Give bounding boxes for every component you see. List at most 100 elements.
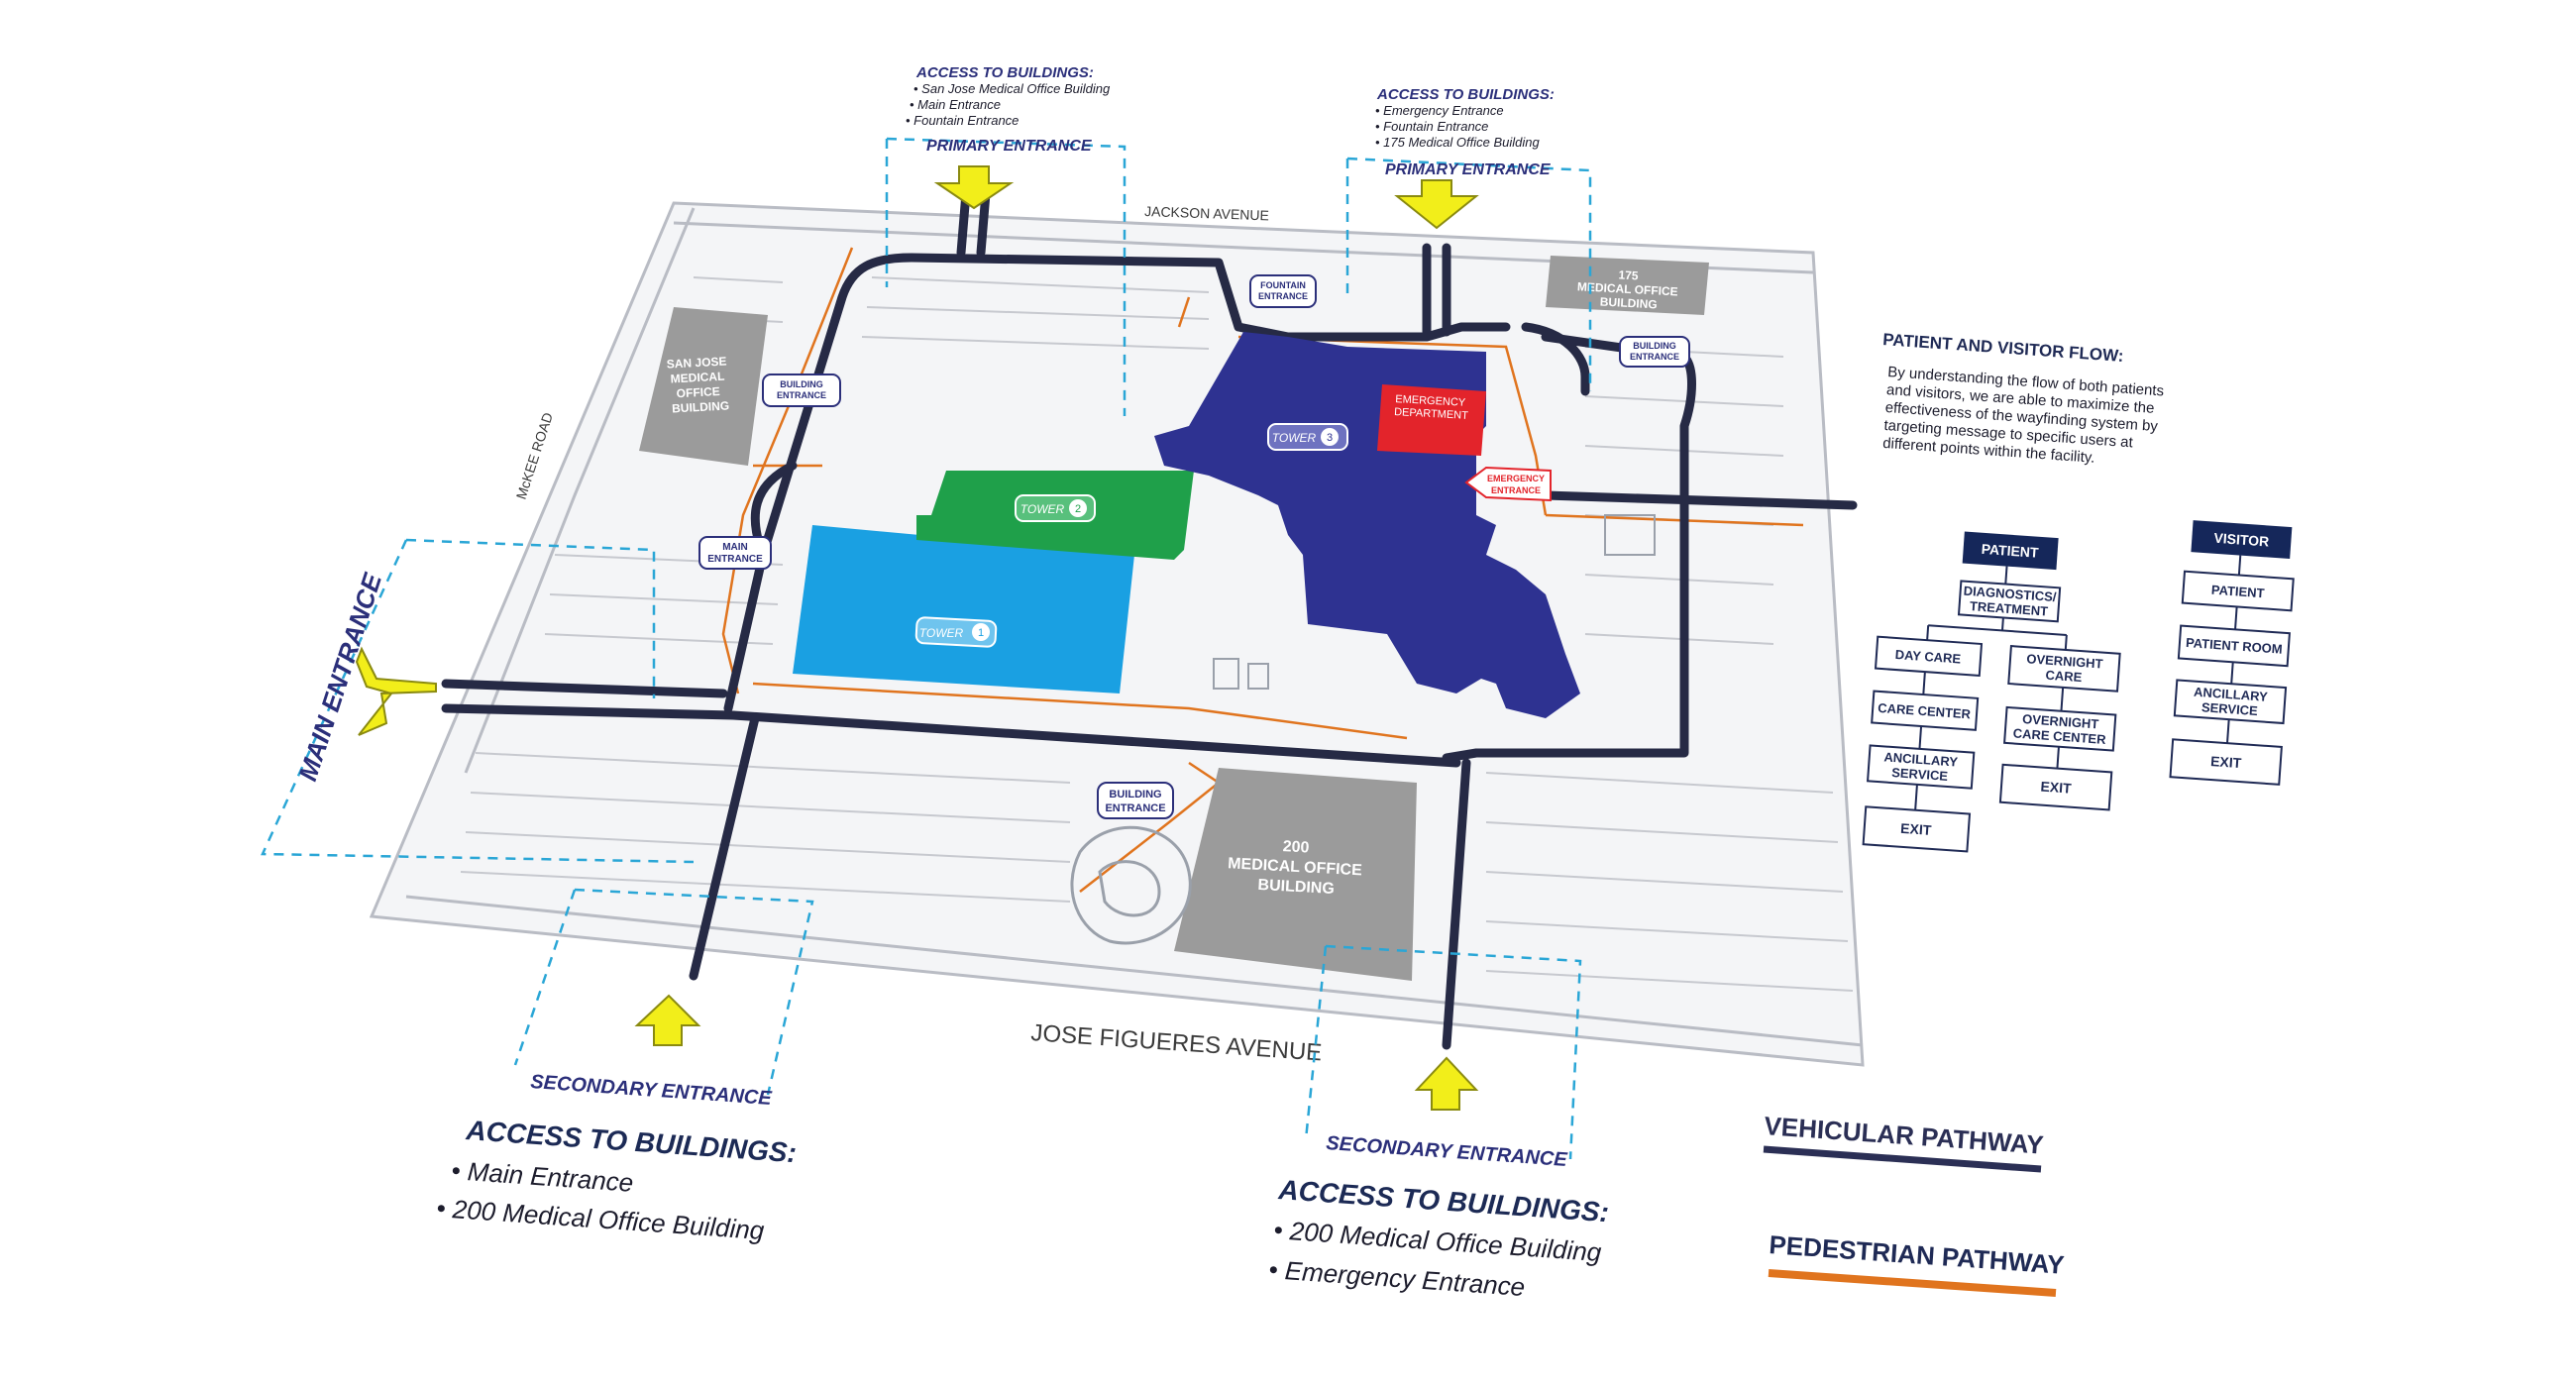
svg-text:OVERNIGHT: OVERNIGHT [2026, 651, 2103, 671]
tower-1: TOWER 1 [793, 525, 1134, 694]
tower-1-label: TOWER [919, 626, 964, 640]
svg-text:TREATMENT: TREATMENT [1970, 598, 2049, 618]
svg-text:• 200 Medical Office Building: • 200 Medical Office Building [436, 1193, 766, 1245]
flow-visitor-exit: EXIT [2169, 738, 2283, 786]
flow-day-care: DAY CARE [1874, 635, 1984, 677]
svg-text:PRIMARY ENTRANCE: PRIMARY ENTRANCE [1385, 161, 1552, 178]
svg-text:• Fountain Entrance: • Fountain Entrance [906, 113, 1019, 128]
san-jose-mob-label: SAN JOSE MEDICAL OFFICE BUILDING [666, 354, 732, 415]
callout-emergency-entrance[interactable]: EMERGENCY ENTRANCE [1464, 466, 1552, 502]
flow-exit-right: EXIT [1998, 763, 2113, 811]
svg-text:ENTRANCE: ENTRANCE [707, 554, 763, 565]
svg-text:PATIENT: PATIENT [2210, 583, 2265, 601]
street-jose-figueres-avenue: JOSE FIGUERES AVENUE [1030, 1019, 1323, 1066]
svg-text:ACCESS TO BUILDINGS:: ACCESS TO BUILDINGS: [1376, 86, 1555, 103]
svg-text:SERVICE: SERVICE [2201, 699, 2259, 718]
svg-text:ANCILLARY: ANCILLARY [2194, 685, 2269, 704]
svg-text:DAY CARE: DAY CARE [1894, 647, 1962, 667]
svg-text:• Fountain Entrance: • Fountain Entrance [1375, 119, 1488, 134]
svg-text:ENTRANCE: ENTRANCE [1105, 802, 1165, 814]
flow-visitor-header: VISITOR [2191, 520, 2293, 560]
callout-building-entrance-ne[interactable]: BUILDING ENTRANCE [1619, 336, 1690, 368]
flow-exit-left: EXIT [1862, 805, 1972, 853]
svg-text:BUILDING: BUILDING [1109, 789, 1161, 800]
svg-text:• Main Entrance: • Main Entrance [910, 97, 1001, 112]
tower-2-label: TOWER [1020, 502, 1065, 516]
tower-3-number: 3 [1327, 432, 1333, 444]
arrow-secondary-right-icon [1414, 1056, 1479, 1111]
svg-text:OVERNIGHT: OVERNIGHT [2022, 711, 2099, 731]
svg-text:CARE CENTER: CARE CENTER [1878, 700, 1972, 722]
callout-main-entrance-small[interactable]: MAIN ENTRANCE [698, 536, 772, 570]
svg-text:• Main Entrance: • Main Entrance [451, 1155, 635, 1198]
flow-visitor-patient-room: PATIENT ROOM [2177, 624, 2291, 668]
svg-text:DIAGNOSTICS/: DIAGNOSTICS/ [1963, 584, 2057, 605]
callout-building-entrance-s[interactable]: BUILDING ENTRANCE [1097, 782, 1174, 819]
tower-2-number: 2 [1075, 503, 1081, 515]
arrow-primary-right-icon [1394, 179, 1479, 230]
svg-text:EXIT: EXIT [2210, 753, 2243, 771]
flow-diagnostics: DIAGNOSTICS/ TREATMENT [1957, 580, 2062, 623]
flow-overnight-care: OVERNIGHT CARE [2007, 645, 2121, 693]
svg-text:EMERGENCY: EMERGENCY [1487, 474, 1545, 483]
plaza-details [1070, 514, 1656, 945]
flow-care-center: CARE CENTER [1871, 690, 1980, 731]
callout-fountain-entrance[interactable]: FOUNTAIN ENTRANCE [1249, 274, 1317, 308]
street-jackson-avenue: JACKSON AVENUE [1144, 203, 1269, 223]
patient-flow-chart: PATIENT DIAGNOSTICS/ TREATMENT DAY CARE … [1862, 531, 2121, 853]
street-mckee-road: McKEE ROAD [513, 410, 556, 501]
svg-text:CARE: CARE [2045, 668, 2083, 686]
primary-entrance-right-info: ACCESS TO BUILDINGS: • Emergency Entranc… [1375, 86, 1555, 178]
tower-1-number: 1 [978, 627, 984, 639]
building-175-mob: 175 MEDICAL OFFICE BUILDING [1546, 256, 1709, 315]
svg-text:SECONDARY ENTRANCE: SECONDARY ENTRANCE [1326, 1132, 1568, 1171]
svg-text:BUILDING: BUILDING [780, 379, 823, 389]
tower-2: TOWER 2 [916, 471, 1194, 560]
svg-text:SERVICE: SERVICE [1891, 765, 1949, 784]
secondary-entrance-right-info: SECONDARY ENTRANCE ACCESS TO BUILDINGS: … [1268, 1132, 1610, 1302]
svg-text:EXIT: EXIT [1900, 820, 1933, 838]
flow-visitor-patient: PATIENT [2181, 570, 2295, 612]
arrow-secondary-left-icon [634, 994, 701, 1046]
flow-visitor-ancillary: ANCILLARY SERVICE [2173, 679, 2288, 725]
svg-text:BUILDING: BUILDING [1633, 341, 1676, 351]
legend-pedestrian: PEDESTRIAN PATHWAY [1769, 1229, 2066, 1297]
svg-text:• Emergency Entrance: • Emergency Entrance [1375, 103, 1504, 118]
svg-text:PATIENT AND VISITOR FLOW:: PATIENT AND VISITOR FLOW: [1882, 330, 2124, 366]
svg-text:CARE CENTER: CARE CENTER [2012, 725, 2106, 747]
svg-text:FOUNTAIN: FOUNTAIN [1260, 280, 1306, 290]
flow-description: By understanding the flow of both patien… [1882, 364, 2165, 467]
svg-text:MAIN: MAIN [722, 542, 748, 553]
legend-vehicular: VEHICULAR PATHWAY [1764, 1111, 2045, 1173]
vehicular-paths [441, 188, 1858, 1050]
svg-text:PATIENT: PATIENT [1981, 541, 2039, 561]
svg-text:VISITOR: VISITOR [2213, 530, 2270, 550]
svg-text:EXIT: EXIT [2040, 779, 2073, 797]
arrow-primary-left-icon [933, 165, 1015, 210]
entrance-arrows [355, 165, 1479, 1111]
svg-text:ENTRANCE: ENTRANCE [1258, 291, 1308, 301]
arrow-main-entrance-icon [355, 646, 437, 736]
svg-text:PRIMARY ENTRANCE: PRIMARY ENTRANCE [926, 138, 1093, 155]
svg-text:• 175 Medical Office Building: • 175 Medical Office Building [1375, 135, 1540, 150]
tower-3-label: TOWER [1272, 431, 1317, 445]
site-plan: SAN JOSE MEDICAL OFFICE BUILDING 175 MED… [369, 188, 1865, 1067]
building-san-jose-mob: SAN JOSE MEDICAL OFFICE BUILDING [639, 307, 768, 466]
callout-building-entrance-nw[interactable]: BUILDING ENTRANCE [762, 373, 841, 407]
dashed-frames [261, 137, 1592, 1160]
emergency-dept-label: EMERGENCY DEPARTMENT [1394, 393, 1469, 422]
svg-text:ENTRANCE: ENTRANCE [1630, 352, 1679, 362]
secondary-entrance-left-info: SECONDARY ENTRANCE ACCESS TO BUILDINGS: … [436, 1071, 798, 1245]
flow-overnight-center: OVERNIGHT CARE CENTER [2003, 705, 2117, 752]
primary-entrance-left-info: ACCESS TO BUILDINGS: • San Jose Medical … [906, 64, 1111, 155]
visitor-flow-chart: VISITOR PATIENT PATIENT ROOM ANCILLARY S… [2169, 520, 2295, 786]
flow-patient-header: PATIENT [1962, 531, 2059, 571]
svg-text:ENTRANCE: ENTRANCE [1491, 485, 1541, 495]
legend: VEHICULAR PATHWAY PEDESTRIAN PATHWAY [1764, 1111, 2066, 1297]
emergency-department: EMERGENCY DEPARTMENT [1377, 384, 1486, 456]
building-200-mob: 200 MEDICAL OFFICE BUILDING [1174, 768, 1417, 981]
flow-ancillary-left: ANCILLARY SERVICE [1867, 744, 1976, 790]
svg-text:• San Jose Medical Office Buil: • San Jose Medical Office Building [913, 81, 1111, 96]
svg-text:PATIENT ROOM: PATIENT ROOM [2186, 635, 2284, 657]
